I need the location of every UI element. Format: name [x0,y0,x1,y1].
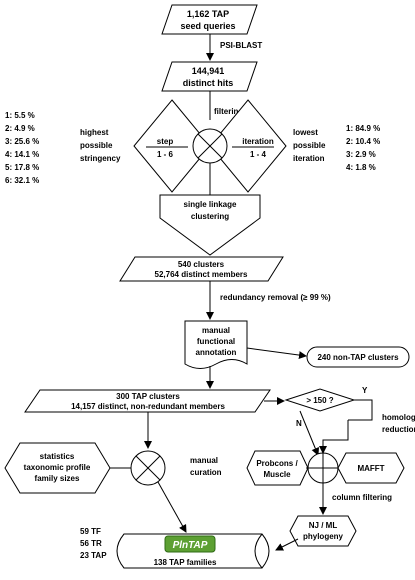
clusters-540-line1: 540 clusters [178,260,225,269]
filtering-label: filtering [214,107,243,116]
statistics-line1: statistics [40,452,75,461]
stringency-stat-2: 2: 4.9 % [5,124,35,133]
seed-queries-line2: seed queries [180,21,235,31]
phylogeny-hexagon [289,515,357,547]
psi-blast-label: PSI-BLAST [220,41,262,50]
arrow-homology-to-alignment [319,420,349,454]
stringency-stat-1: 1: 5.5 % [5,111,35,120]
arrow-phylogeny-to-families [275,538,299,551]
plantapdb-logo-text: PlnTAP [173,540,208,551]
statistics-line2: taxonomic profile [24,463,91,472]
statistics-line3: family sizes [35,474,80,483]
arrow-annotation-to-nontap [246,347,307,360]
stringency-label-3: stringency [80,154,121,163]
redundancy-label: redundancy removal (≥ 99 %) [220,293,331,302]
clustering-funnel [159,194,261,256]
clustering-line1: single linkage [184,200,237,209]
families-label: 138 TAP families [154,558,217,567]
phylogeny-line2: phylogeny [303,532,344,541]
iteration-stat-3: 3: 2.9 % [346,150,376,159]
iteration-stat-2: 2: 10.4 % [346,137,380,146]
iteration-label-1: lowest [293,128,318,137]
count-tr: 56 TR [80,539,102,548]
annotation-line3: annotation [196,348,237,357]
phylogeny-line1: NJ / ML [309,521,338,530]
stringency-stat-6: 6: 32.1 % [5,176,39,185]
iteration-label-3: iteration [293,154,325,163]
step-label: step [157,137,174,146]
homology-label-2: reduction [382,425,415,434]
filter-xor-cross-b [197,133,223,159]
homology-label-1: homology [382,413,415,422]
tap-clusters-line1: 300 TAP clusters [116,392,180,401]
probcons-line1: Probcons / [256,459,298,468]
iteration-diamond [209,99,287,193]
stringency-stat-3: 3: 25.6 % [5,137,39,146]
annotation-document [184,320,248,369]
no-label: N [296,419,302,428]
stringency-label-2: possible [80,141,113,150]
clusters-540-box [119,256,284,282]
step-range: 1 - 6 [157,150,174,159]
probcons-hexagon [246,450,309,486]
non-tap-clusters-box [306,346,410,368]
stringency-stat-4: 4: 14.1 % [5,150,39,159]
mafft-hexagon [337,452,405,484]
iteration-stat-1: 1: 84.9 % [346,124,380,133]
distinct-hits-line1: 144,941 [192,66,225,76]
annotation-line2: functional [197,337,235,346]
annotation-line1: manual [202,326,230,335]
step-diamond [133,99,211,193]
column-filtering-label: column filtering [332,493,392,502]
curation-label-2: curation [190,468,222,477]
stringency-label-1: highest [80,128,109,137]
non-tap-clusters-label: 240 non-TAP clusters [317,353,399,362]
connector-yes-branch [348,399,373,421]
distinct-hits-line2: distinct hits [183,78,234,88]
count-tap: 23 TAP [80,551,107,560]
seed-queries-line1: 1,162 TAP [187,9,229,19]
plantapdb-logo-bg [164,535,216,553]
families-database-rim [254,533,263,569]
mafft-label: MAFFT [357,464,384,473]
stringency-stat-5: 5: 17.8 % [5,163,39,172]
distinct-hits-box [161,61,258,92]
curation-label-1: manual [190,456,218,465]
curation-xor-cross-b [135,455,161,481]
clusters-540-line2: 52,764 distinct members [155,270,248,279]
clustering-line2: clustering [191,212,229,221]
arrow-curation-to-families [157,481,187,533]
iteration-stat-4: 4: 1.8 % [346,163,376,172]
probcons-line2: Muscle [263,470,291,479]
seed-queries-box [161,4,258,35]
yes-label: Y [362,386,368,395]
plantapdb-logo: PlnTAP [164,535,216,553]
arrow-no-to-alignment [299,410,320,456]
statistics-hexagon [4,442,111,494]
iteration-range: 1 - 4 [250,150,267,159]
tap-clusters-line2: 14,157 distinct, non-redundant members [71,402,225,411]
iteration-label: iteration [242,137,274,146]
count-tf: 59 TF [80,527,101,536]
iteration-stats: 1: 84.9 % 2: 10.4 % 3: 2.9 % 4: 1.8 % [346,124,380,172]
iteration-label-2: possible [293,141,326,150]
size-decision-label: > 150 ? [306,396,333,405]
tap-clusters-box [24,389,271,413]
stringency-stats: 1: 5.5 % 2: 4.9 % 3: 25.6 % 4: 14.1 % 5:… [5,111,39,185]
